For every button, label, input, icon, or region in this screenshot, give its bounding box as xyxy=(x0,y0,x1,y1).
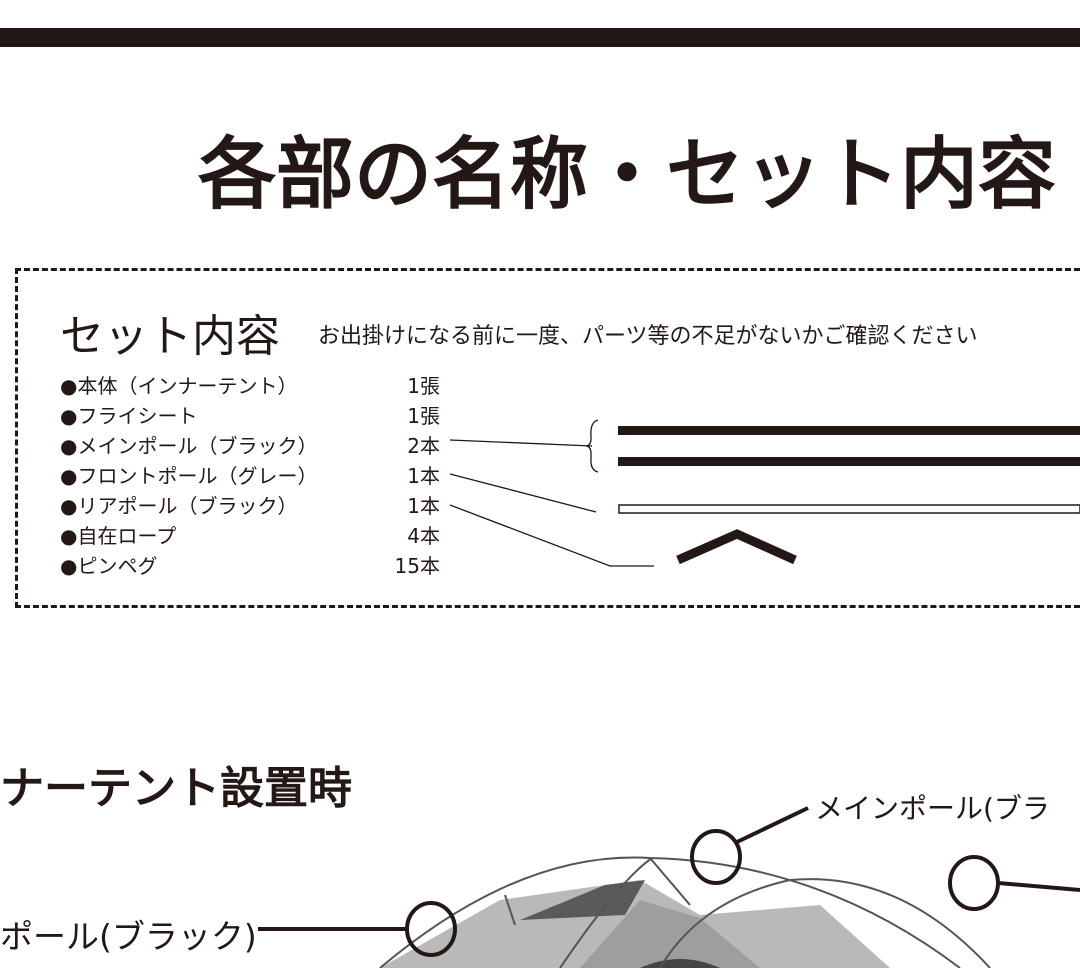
set-contents-note: お出掛けになる前に一度、パーツ等の不足がないかご確認ください xyxy=(318,324,978,349)
rear-pole xyxy=(676,529,797,565)
item-qty: 2本 xyxy=(407,434,440,458)
leader-line xyxy=(449,439,593,447)
item-name: ●メインポール（ブラック） xyxy=(60,434,318,458)
item-qty: 15本 xyxy=(394,554,440,578)
item-name: ●リアポール（ブラック） xyxy=(60,494,298,518)
item-name: ●本体（インナーテント） xyxy=(60,374,298,398)
brace xyxy=(585,419,599,473)
page-title: 各部の名称・セット内容 xyxy=(198,130,1057,220)
front-pole xyxy=(618,504,1080,514)
item-qty: 1本 xyxy=(407,464,440,488)
item-qty: 1張 xyxy=(407,404,440,428)
main-pole-label: メインポール(ブラ xyxy=(815,792,1050,825)
item-qty: 4本 xyxy=(407,524,440,548)
callout-line xyxy=(997,881,1080,892)
set-contents-heading: セット内容 xyxy=(60,311,280,362)
tent-illustration xyxy=(379,856,991,968)
set-contents-box xyxy=(15,268,1080,608)
item-name: ●フライシート xyxy=(60,404,198,428)
callout-circle xyxy=(405,901,457,957)
main-pole xyxy=(618,457,1080,466)
leader-line xyxy=(449,504,654,567)
item-qty: 1張 xyxy=(407,374,440,398)
item-name: ●自在ロープ xyxy=(60,524,177,548)
item-name: ●ピンペグ xyxy=(60,554,158,578)
callout-circle xyxy=(690,829,742,885)
item-name: ●フロントポール（グレー） xyxy=(60,464,318,488)
top-rule xyxy=(0,28,1080,47)
callout-line xyxy=(736,806,809,844)
section-heading: ナーテント設置時 xyxy=(0,763,352,814)
main-pole xyxy=(618,426,1080,435)
callout-circle xyxy=(948,855,1000,911)
item-qty: 1本 xyxy=(407,494,440,518)
rear-pole-label: ポール(ブラック) xyxy=(0,917,257,956)
leader-line xyxy=(449,473,597,513)
